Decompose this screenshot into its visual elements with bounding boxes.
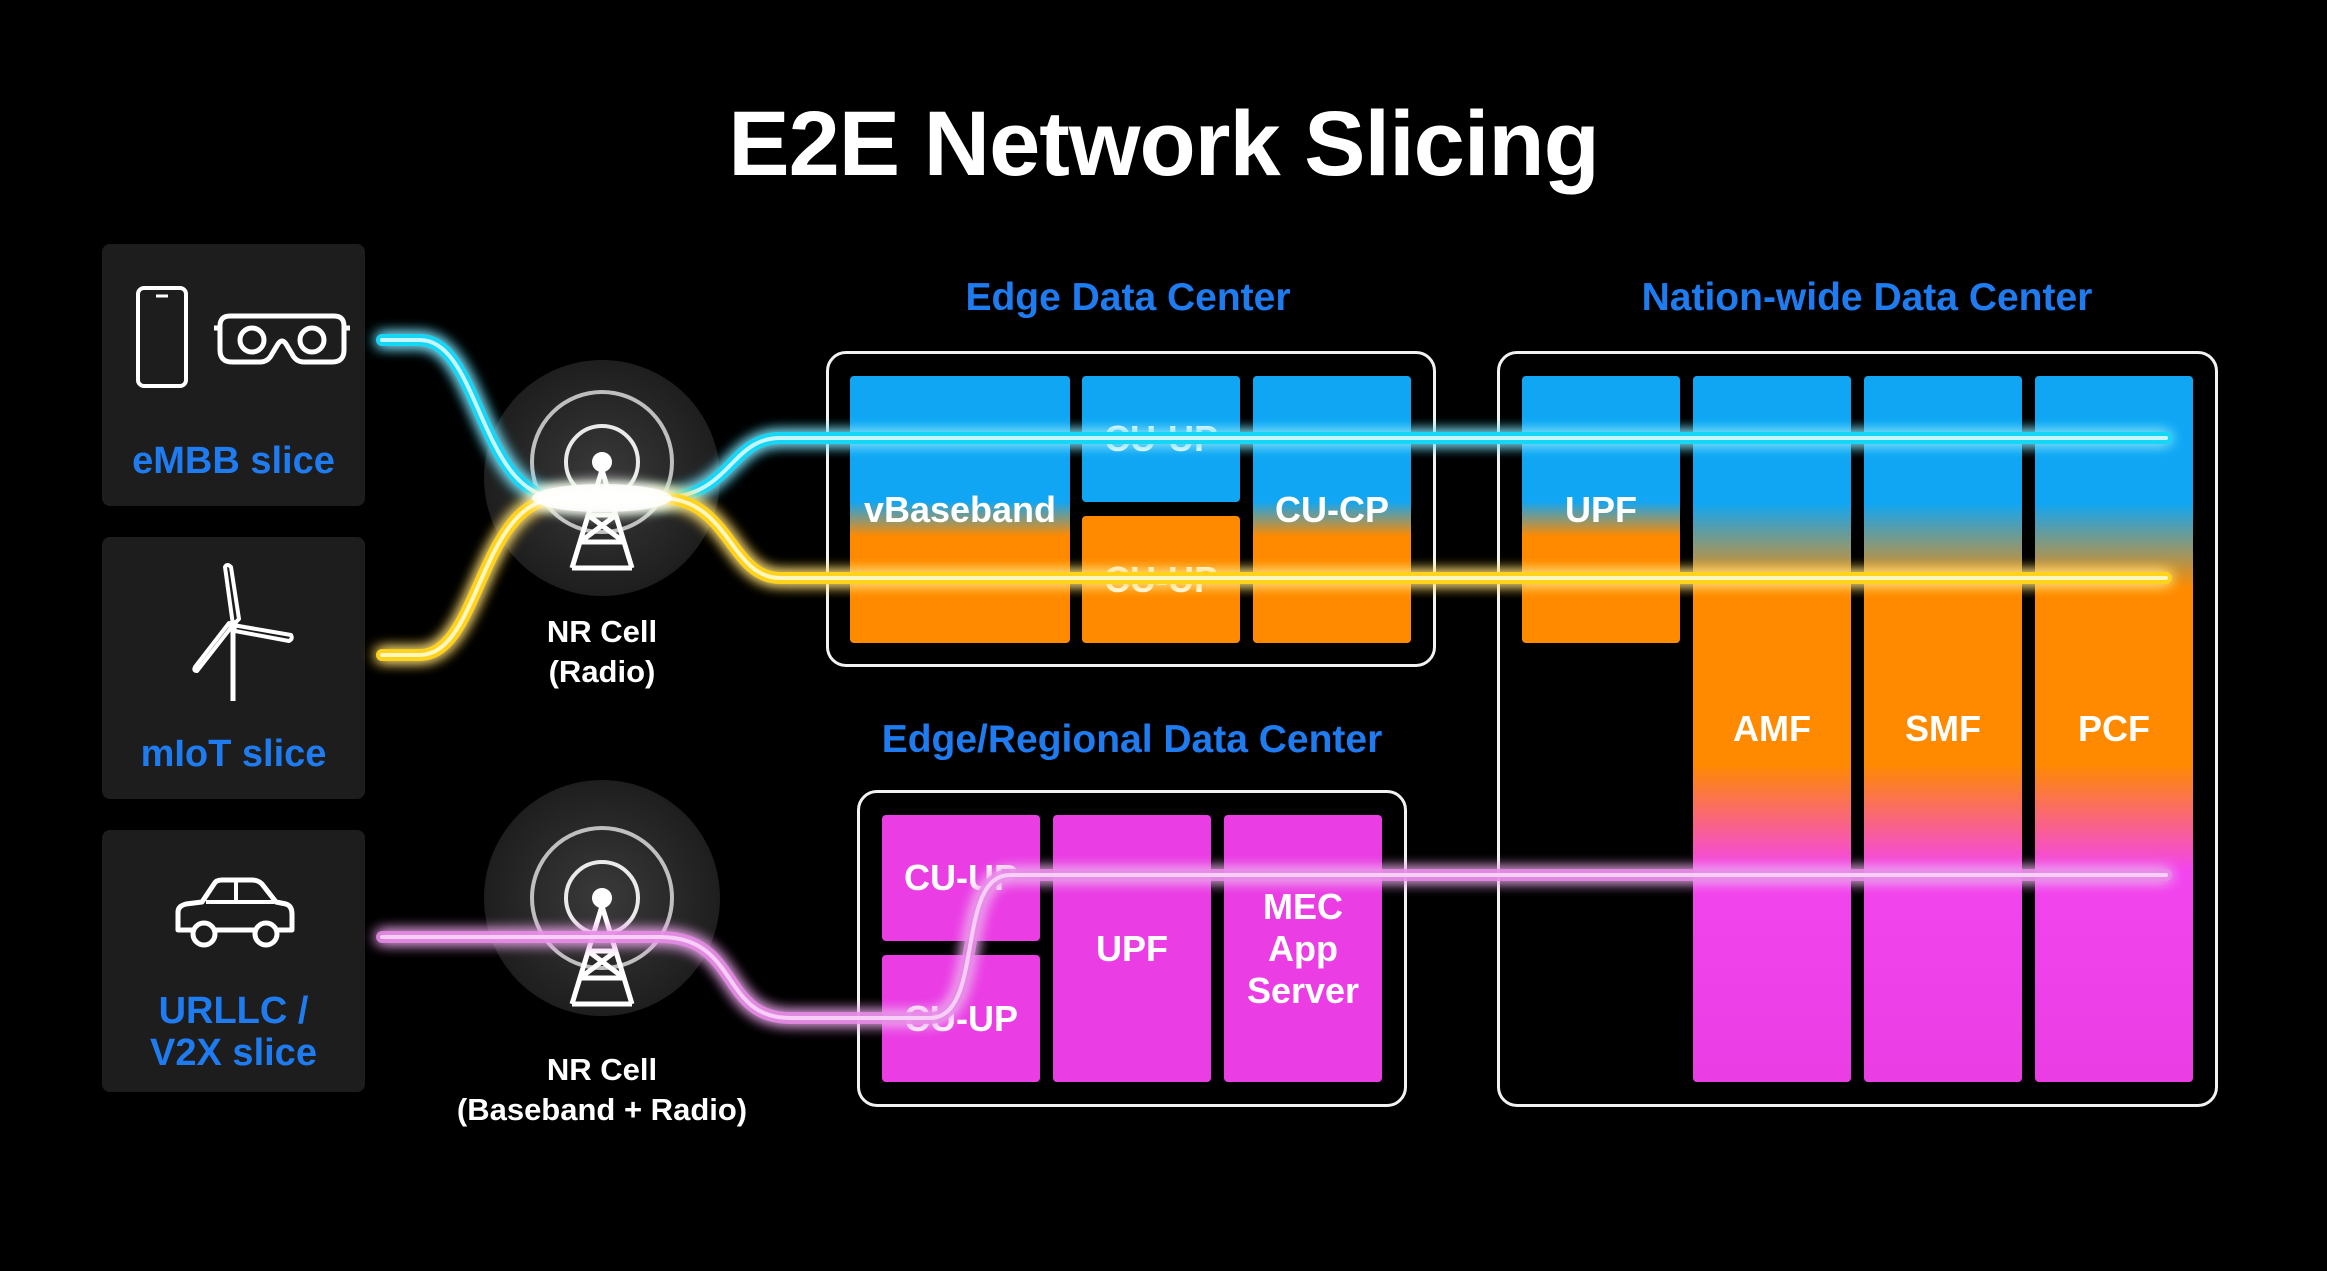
nr-cell-bb-radio-label-line2: (Baseband + Radio) [456,1092,748,1127]
car-icon [175,877,295,948]
nr-cell-bb-radio-label-line1: NR Cell [546,1052,658,1087]
smf-block: SMF [1864,376,2022,1082]
embb-slice-label: eMBB slice [132,440,335,482]
mec-label-line3: Server [1246,969,1360,1011]
nr-cell-radio-label-line2: (Radio) [548,654,656,689]
cu-cp-block: CU-CP [1253,376,1411,643]
regional-cu-up-top-block: CU-UP [882,815,1040,941]
pcf-block: PCF [2035,376,2193,1082]
miot-slice-card: mIoT slice [102,537,365,799]
regional-dc-title: Edge/Regional Data Center [881,718,1383,761]
edge-dc-title: Edge Data Center [965,276,1291,319]
mec-label-line2: App [1268,927,1338,969]
national-upf-block: UPF [1522,376,1680,643]
nr-cell-radio-label-line1: NR Cell [546,614,658,649]
edge-cu-up-bottom-block: CU-UP [1082,516,1240,643]
amf-block: AMF [1693,376,1851,1082]
national-dc-title: Nation-wide Data Center [1641,276,2093,319]
mec-app-server-block: MEC App Server [1224,815,1382,1082]
urllc-slice-label-line2: V2X slice [150,1032,317,1074]
urllc-slice-card: URLLC / V2X slice [102,830,365,1092]
vr-headset-icon [214,313,350,365]
mec-label-line1: MEC [1263,885,1343,927]
regional-upf-block: UPF [1053,815,1211,1082]
smartphone-icon [136,286,188,388]
page-title: E2E Network Slicing [728,93,1600,195]
urllc-slice-label-line1: URLLC / [158,990,309,1032]
miot-slice-label: mIoT slice [140,733,327,775]
embb-slice-card: eMBB slice [102,244,365,506]
edge-cu-up-top-block: CU-UP [1082,376,1240,502]
regional-cu-up-bottom-block: CU-UP [882,955,1040,1082]
vbaseband-block: vBaseband [850,376,1070,643]
wind-turbine-icon [192,563,294,701]
